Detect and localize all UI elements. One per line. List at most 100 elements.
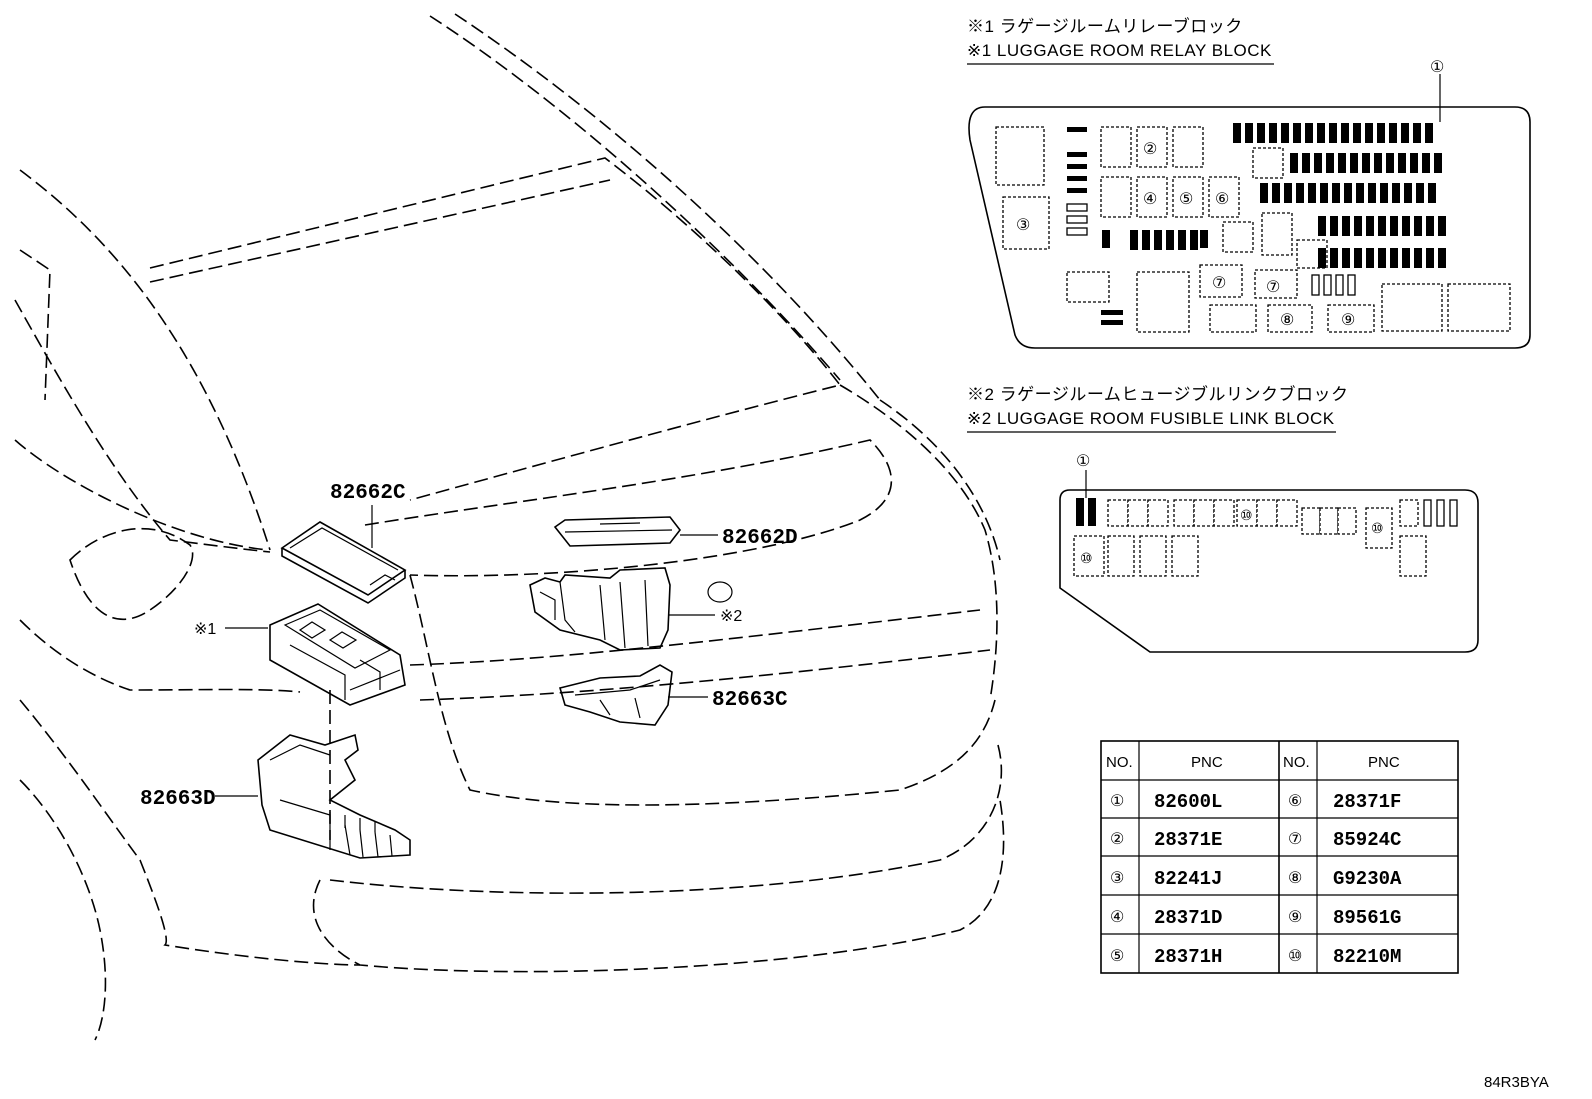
fuse-slot (1305, 123, 1313, 143)
fuse-slot (1296, 183, 1304, 203)
relay-block-layout (968, 74, 1531, 349)
callout-7b-relay: ⑦ (1266, 279, 1280, 296)
table-header-pnc-1: PNC (1191, 754, 1223, 771)
fuse-slot (1416, 183, 1424, 203)
table-row-2-no-b: ⑦ (1288, 831, 1302, 848)
fuse-slot (1366, 248, 1374, 268)
fuse-slot (1284, 183, 1292, 203)
fuse-slot (1402, 248, 1410, 268)
fuse-slot (1378, 216, 1386, 236)
callout-4-relay: ④ (1143, 191, 1157, 208)
fuse-slot (1350, 153, 1358, 173)
fuse-slot (1389, 123, 1397, 143)
fuse-slot (1330, 216, 1338, 236)
callout-10c-fusible: ⑩ (1080, 550, 1093, 566)
fuse-slot (1341, 123, 1349, 143)
fuse-slot (1320, 183, 1328, 203)
fuse-slot (1342, 248, 1350, 268)
table-row-1-no: ① (1110, 793, 1124, 810)
fuse-slot (1260, 183, 1268, 203)
table-row-1-no-b: ⑥ (1288, 793, 1302, 810)
fuse-slot (1398, 153, 1406, 173)
relay-block-callouts: ① ② ③ ④ ⑤ ⑥ ⑦ ⑦ ⑧ ⑨ (1016, 59, 1444, 329)
fuse-slot (1142, 230, 1150, 250)
fuse-slot (1377, 123, 1385, 143)
callout-5-relay: ⑤ (1179, 191, 1193, 208)
fuse-slot (1401, 123, 1409, 143)
fuse-slot (1354, 216, 1362, 236)
callout-10a-fusible: ⑩ (1240, 507, 1253, 523)
table-header-no-1: NO. (1106, 754, 1133, 771)
fuse-slot (1269, 123, 1277, 143)
fuse-slot (1362, 153, 1370, 173)
fuse-slot (1378, 248, 1386, 268)
fuse-slot (1245, 123, 1253, 143)
fuse-slot (1356, 183, 1364, 203)
callout-2-relay: ② (1143, 141, 1157, 158)
table-row-1-pnc: 82600L (1154, 791, 1222, 813)
table-row-2-no: ② (1110, 831, 1124, 848)
fuse-slot (1102, 230, 1110, 248)
fuse-slot (1390, 248, 1398, 268)
fuse-slot (1428, 183, 1436, 203)
table-row-3-pnc: 82241J (1154, 868, 1222, 890)
fusible-block-layout (1059, 470, 1479, 653)
fuse-slot (1317, 123, 1325, 143)
callout-3-relay: ③ (1016, 217, 1030, 234)
fuse-slot (1233, 123, 1241, 143)
fusible-cover-82662D (553, 516, 682, 547)
table-row-4-no: ④ (1110, 909, 1124, 926)
fuse-slot (1308, 183, 1316, 203)
callout-8-relay: ⑧ (1280, 312, 1294, 329)
table-row-2-pnc: 28371E (1154, 829, 1222, 851)
callout-7a-relay: ⑦ (1212, 275, 1226, 292)
table-row-3-pnc-b: G9230A (1333, 868, 1402, 890)
fuse-slot (1200, 230, 1208, 248)
table-row-5-pnc-b: 82210M (1333, 946, 1401, 968)
leader-lines (215, 505, 718, 797)
fuse-slot (1434, 153, 1442, 173)
fuse-slot (1354, 248, 1362, 268)
part-label-82662C: 82662C (330, 482, 406, 505)
relay-block-title-en: ※1 LUGGAGE ROOM RELAY BLOCK (967, 41, 1272, 60)
callout-1-relay: ① (1430, 59, 1444, 76)
fuse-slot (1302, 153, 1310, 173)
fuse-slot (1257, 123, 1265, 143)
fuse-slot (1326, 153, 1334, 173)
fuse-slot (1330, 248, 1338, 268)
fusible-block-callouts: ① ⑩ ⑩ ⑩ (1076, 453, 1384, 566)
fuse-slot (1386, 153, 1394, 173)
part-label-82663D: 82663D (140, 788, 216, 811)
fuse-slot (1166, 230, 1174, 250)
table-row-5-pnc: 28371H (1154, 946, 1222, 968)
car-body-outline (14, 13, 1005, 1041)
table-row-1-pnc-b: 28371F (1333, 791, 1401, 813)
table-row-4-pnc-b: 89561G (1333, 907, 1401, 929)
fuse-slot (1290, 153, 1298, 173)
fuse-slot (1281, 123, 1289, 143)
table-row-3-no: ③ (1110, 870, 1124, 887)
fuse-slot (1353, 123, 1361, 143)
fuse-slot (1390, 216, 1398, 236)
fuse-slot (1318, 248, 1326, 268)
part-label-82663C: 82663C (712, 689, 788, 712)
fuse-slot (1414, 248, 1422, 268)
fuse-slot (1392, 183, 1400, 203)
fusible-block-title-jp: ※2 ラゲージルームヒュージブルリンクブロック (967, 384, 1349, 404)
fuse-slot (1272, 183, 1280, 203)
fuse-slot (1365, 123, 1373, 143)
fuse-slot (1332, 183, 1340, 203)
fuse-slot (1414, 216, 1422, 236)
relay-block-assembly (269, 603, 406, 706)
fuse-slot (1368, 183, 1376, 203)
fuse-slot (1318, 216, 1326, 236)
callout-9-relay: ⑨ (1341, 312, 1355, 329)
table-row-5-no-b: ⑩ (1288, 948, 1302, 965)
fuse-slot (1402, 216, 1410, 236)
callout-6-relay: ⑥ (1215, 191, 1229, 208)
table-row-2-pnc-b: 85924C (1333, 829, 1401, 851)
part-label-82662D: 82662D (722, 527, 798, 550)
table-row-5-no: ⑤ (1110, 948, 1124, 965)
fuse-slot (1413, 123, 1421, 143)
